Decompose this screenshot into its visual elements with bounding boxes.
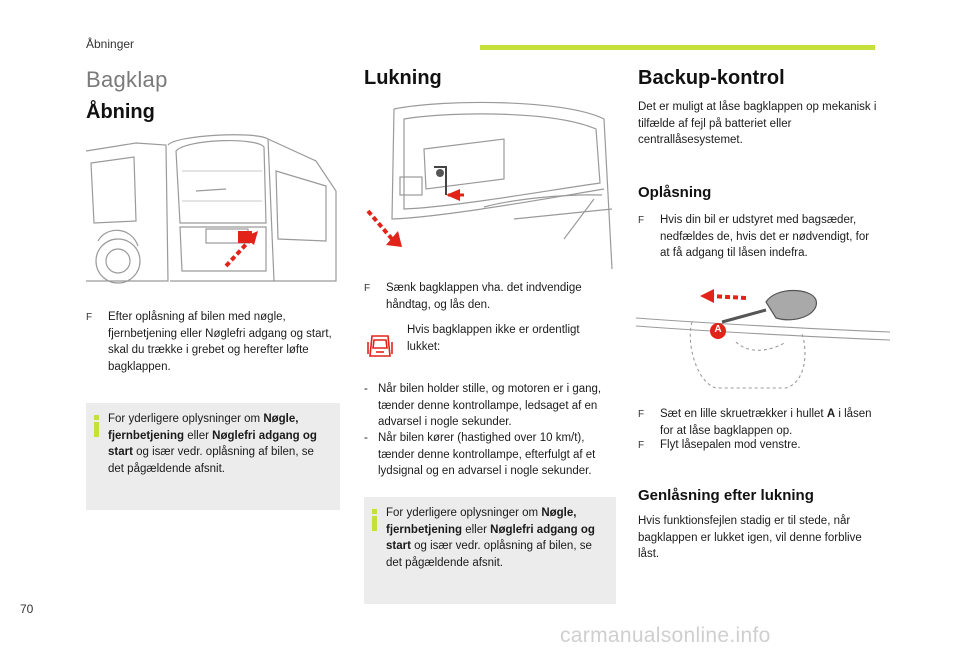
warning-text: Hvis bagklappen ikke er ordentligt lukke… (407, 324, 580, 353)
tailgate-warning-icon (366, 330, 394, 362)
page-number: 70 (20, 602, 34, 616)
bullet-abning: F Efter oplåsning af bilen med nøgle, fj… (86, 309, 342, 375)
bullet-text: Flyt låsepalen mod venstre. (660, 439, 801, 451)
bullet-text: Sæt en lille skruetrækker i hullet A i l… (660, 408, 872, 437)
header-accent-bar (480, 45, 875, 50)
figure-van-rear (86, 131, 338, 296)
info-note-1: For yderligere oplysninger om Nøgle, fje… (86, 403, 340, 510)
dash-item-2: - Når bilen kører (hastighed over 10 km/… (364, 432, 596, 477)
info-icon (372, 509, 377, 531)
genlasning-text: Hvis funktionsfejlen stadig er til stede… (638, 515, 862, 560)
bullet-oplasning-1: F Hvis din bil er udstyret med bagsæder,… (638, 212, 878, 262)
heading-genlasning: Genlåsning efter lukning (638, 487, 814, 504)
label-a: A (714, 324, 722, 335)
section-label: Åbninger (86, 37, 135, 51)
bullet-lukning: F Sænk bagklappen vha. det indvendige hå… (364, 280, 614, 313)
bullet-text: Hvis din bil er udstyret med bagsæder, n… (660, 214, 870, 259)
info-note-text: For yderligere oplysninger om Nøgle, fje… (108, 413, 317, 475)
bullet-text: Sænk bagklappen vha. det indvendige hånd… (386, 282, 582, 311)
bullet-marker: F (364, 283, 371, 294)
backup-intro: Det er muligt at låse bagklappen op meka… (638, 101, 877, 146)
info-icon (94, 415, 99, 437)
bullet-text: Efter oplåsning af bilen med nøgle, fjer… (108, 311, 332, 373)
dash-item-1: - Når bilen holder stille, og motoren er… (364, 383, 602, 428)
watermark: carmanualsonline.info (560, 624, 771, 647)
heading-oplasning: Oplåsning (638, 184, 712, 201)
heading-lukning: Lukning (364, 67, 442, 89)
bullet-oplasning-3: F Flyt låsepalen mod venstre. (638, 437, 878, 455)
info-note-2: For yderligere oplysninger om Nøgle, fje… (364, 497, 616, 604)
bullet-marker: F (638, 215, 645, 226)
bullet-marker: F (638, 409, 645, 420)
info-note-text: For yderligere oplysninger om Nøgle, fje… (386, 507, 595, 569)
heading-backup-kontrol: Backup-kontrol (638, 67, 785, 89)
page-title: Bagklap (86, 67, 168, 92)
figure-tailgate-closing (364, 99, 614, 271)
figure-lock-screwdriver: A (636, 282, 890, 394)
bullet-marker: F (86, 312, 93, 323)
bullet-oplasning-2: F Sæt en lille skruetrækker i hullet A i… (638, 406, 878, 439)
heading-abning: Åbning (86, 101, 155, 123)
bullet-marker: F (638, 440, 645, 451)
